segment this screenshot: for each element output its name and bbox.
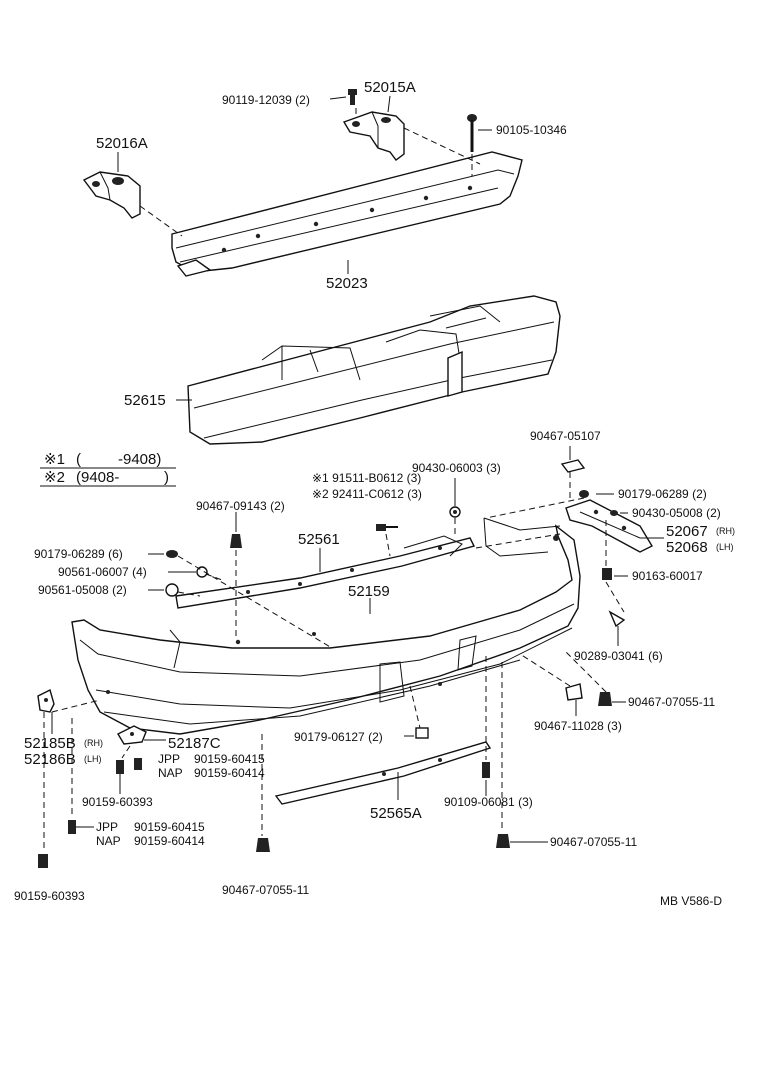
label-52016a: 52016A — [96, 135, 148, 152]
nut-90179-06289-left — [166, 550, 178, 558]
label-90109-06081: 90109-06081 (3) — [444, 795, 533, 809]
label-nap-1: NAP — [158, 766, 183, 780]
clip-90163-60017 — [602, 568, 612, 580]
nut-90430-06003 — [449, 506, 461, 518]
label-nap-2: NAP — [96, 834, 121, 848]
label-52015a: 52015A — [364, 79, 416, 96]
label-90119-12039: 90119-12039 (2) — [222, 93, 310, 107]
label-jpp-1: JPP — [158, 752, 180, 766]
label-90467-11028: 90467-11028 (3) — [534, 719, 622, 733]
label-90561-05008: 90561-05008 (2) — [38, 583, 127, 597]
screw-jpp-upper — [134, 758, 142, 770]
bumper-cover-52159 — [71, 517, 581, 735]
label-90159-60393-b: 90159-60393 — [14, 889, 85, 903]
label-90430-05008: 90430-05008 (2) — [632, 506, 721, 520]
bracket-90467-11028 — [565, 683, 583, 701]
label-52565a: 52565A — [370, 805, 422, 822]
label-52185b: 52185B — [24, 735, 76, 752]
nut-90179-06289-top — [579, 490, 589, 498]
screw-90159-60393-a — [116, 760, 124, 774]
bolt-90109 — [482, 762, 490, 778]
label-90467-07055-right: 90467-07055-11 — [628, 695, 716, 709]
label-90467-07055-bottom: 90467-07055-11 — [222, 883, 310, 897]
side-retainer-52067 — [565, 499, 653, 553]
label-52067: 52067 — [666, 523, 708, 540]
legend-close-2: ) — [164, 469, 169, 486]
label-jpp-2: JPP — [96, 820, 118, 834]
clip-90467-07055-right — [598, 692, 612, 706]
label-52186b: 52186B — [24, 751, 76, 768]
leader-lines — [51, 95, 664, 843]
label-90467-05107: 90467-05107 — [530, 429, 601, 443]
screw-91511 — [376, 524, 398, 531]
label-nap-1-part: 90159-60414 — [194, 766, 265, 780]
label-52561: 52561 — [298, 531, 340, 548]
label-90179-06289-2: 90179-06289 (2) — [618, 487, 707, 501]
clip-90467-05107 — [560, 459, 586, 473]
legend-open-1: ( — [76, 451, 81, 468]
label-52159: 52159 — [348, 583, 390, 600]
reinforcement-strip-52565a — [274, 741, 492, 805]
label-92411-c0612: ※2 92411-C0612 (3) — [312, 487, 422, 501]
label-52023: 52023 — [326, 275, 368, 292]
bolt-90105 — [467, 114, 477, 152]
assembly-dashed-lines — [43, 108, 625, 852]
nut-90430-05008 — [610, 510, 618, 516]
retainer-52185b — [37, 688, 55, 713]
clip-90467-07055-lower-right — [496, 834, 510, 848]
nut-90561-06007 — [196, 566, 208, 578]
label-jpp-2-part: 90159-60415 — [134, 820, 205, 834]
clip-90289-03041 — [608, 610, 626, 628]
label-52068-side: (LH) — [716, 542, 734, 552]
label-52186b-side: (LH) — [84, 754, 102, 764]
label-90467-07055-lower-right: 90467-07055-11 — [550, 835, 638, 849]
label-91511-b0612: ※1 91511-B0612 (3) — [312, 471, 421, 485]
label-90105-10346: 90105-10346 — [496, 123, 567, 137]
bracket-52187c — [117, 725, 147, 745]
label-90179-06289-6: 90179-06289 (6) — [34, 547, 123, 561]
label-jpp-1-part: 90159-60415 — [194, 752, 265, 766]
label-52187c: 52187C — [168, 735, 221, 752]
clip-90179-06127 — [415, 727, 429, 739]
label-52615: 52615 — [124, 392, 166, 409]
diagram-code: MB V586-D — [660, 894, 722, 908]
label-90289-03041: 90289-03041 (6) — [574, 649, 663, 663]
legend-mark-1: ※1 — [44, 451, 65, 468]
energy-absorber-52615 — [187, 295, 561, 445]
legend-value-2: (9408- — [76, 469, 119, 486]
bracket-52015a — [342, 111, 405, 161]
bracket-52016a — [82, 171, 141, 219]
label-52067-side: (RH) — [716, 526, 735, 536]
nut-90561-05008 — [165, 583, 179, 597]
label-90467-09143: 90467-09143 (2) — [196, 499, 285, 513]
reinforcement-52023 — [171, 151, 523, 277]
label-90163-60017: 90163-60017 — [632, 569, 703, 583]
retainer-rail-52561 — [175, 535, 476, 609]
screw-jpp-lower — [68, 820, 76, 834]
label-90179-06127: 90179-06127 (2) — [294, 730, 383, 744]
label-nap-2-part: 90159-60414 — [134, 834, 205, 848]
bolt-90119 — [348, 89, 357, 105]
screw-90159-60393-b — [38, 854, 48, 868]
label-52185b-side: (RH) — [84, 738, 103, 748]
legend-mark-2: ※2 — [44, 469, 65, 486]
label-90430-06003: 90430-06003 (3) — [412, 461, 501, 475]
label-90561-06007: 90561-06007 (4) — [58, 565, 147, 579]
legend-value-1: -9408) — [118, 451, 161, 468]
clip-90467-07055-bottom — [256, 838, 270, 852]
clip-90467-09143 — [230, 534, 242, 548]
label-52068: 52068 — [666, 539, 708, 556]
label-90159-60393-a: 90159-60393 — [82, 795, 153, 809]
